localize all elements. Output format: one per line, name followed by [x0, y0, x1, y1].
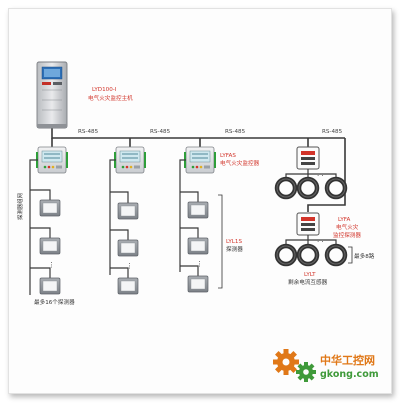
bus-label-1: RS-485	[78, 129, 99, 135]
watermark-cn: 中华工控网	[320, 353, 375, 367]
combo-line1-label: 电气火灾	[336, 223, 359, 231]
ct-ring	[299, 246, 317, 264]
ct-bracket	[348, 246, 353, 264]
gear-icon	[273, 349, 299, 375]
bus-label-4: RS-485	[322, 129, 343, 135]
host-cabinet	[36, 61, 68, 129]
bus-drop-5	[307, 138, 346, 212]
ellipsis-dots: · ·	[317, 172, 324, 180]
max-detectors-note: 最多16个探测器	[34, 298, 75, 306]
detector-unit	[187, 201, 209, 219]
ct-ring	[327, 246, 345, 264]
ellipsis-dots: ⋮	[126, 262, 133, 270]
ellipsis-dots: · ·	[317, 238, 324, 246]
bus-lines	[51, 128, 346, 212]
monitor-column-1: ⋮	[29, 146, 69, 295]
ellipsis-dots: ⋮	[48, 261, 55, 269]
ct-model-label: LYLT	[304, 272, 316, 278]
monitor-model-label: LYFAS	[220, 153, 236, 159]
ct-ring	[277, 179, 295, 197]
ct-name-label: 剩余电流互感器	[288, 278, 328, 286]
combo-unit	[296, 146, 320, 170]
monitor-column-2: ⋮	[109, 146, 147, 295]
monitor-name-label: 电气火灾监控器	[220, 159, 260, 167]
ct-ring	[327, 179, 345, 197]
combined-detector-lower: · ·	[277, 212, 345, 264]
bus-label-3: RS-485	[225, 129, 246, 135]
detector-unit	[117, 277, 139, 295]
detector-unit	[39, 237, 61, 255]
detector-unit	[117, 239, 139, 257]
ct-max-note: 最多8路	[354, 252, 375, 260]
detector-unit	[39, 199, 61, 217]
detector-unit	[117, 202, 139, 220]
host-model-label: LYD100-I	[92, 87, 117, 93]
host-name-label: 电气火灾监控主机	[88, 94, 133, 102]
detector-unit	[39, 277, 61, 295]
monitor-unit	[113, 146, 147, 174]
ct-ring	[277, 246, 295, 264]
diagram-frame	[8, 8, 392, 394]
combo-model-label: LYFA	[338, 217, 350, 223]
combo-line2-label: 监控探测器	[333, 231, 361, 239]
watermark-url: gkong.com	[320, 369, 379, 380]
detector-model-label: LYL1S	[226, 239, 242, 245]
detector-unit	[187, 237, 209, 255]
monitor-unit	[35, 146, 69, 174]
watermark-logo	[273, 349, 316, 382]
gear-icon	[296, 362, 316, 382]
ellipsis-dots: ⋮	[196, 260, 203, 268]
combo-unit	[296, 212, 320, 236]
ct-ring	[299, 179, 317, 197]
monitor-unit	[183, 146, 217, 174]
detector-name-label: 探测器	[226, 245, 243, 253]
bus-label-2: RS-485	[150, 129, 171, 135]
combined-detector-upper: · ·	[277, 146, 345, 197]
detector-group-bracket	[218, 194, 223, 289]
networking-side-label: 探测器组网	[16, 193, 24, 220]
monitor-column-3: ⋮	[179, 146, 217, 293]
detector-unit	[187, 275, 209, 293]
